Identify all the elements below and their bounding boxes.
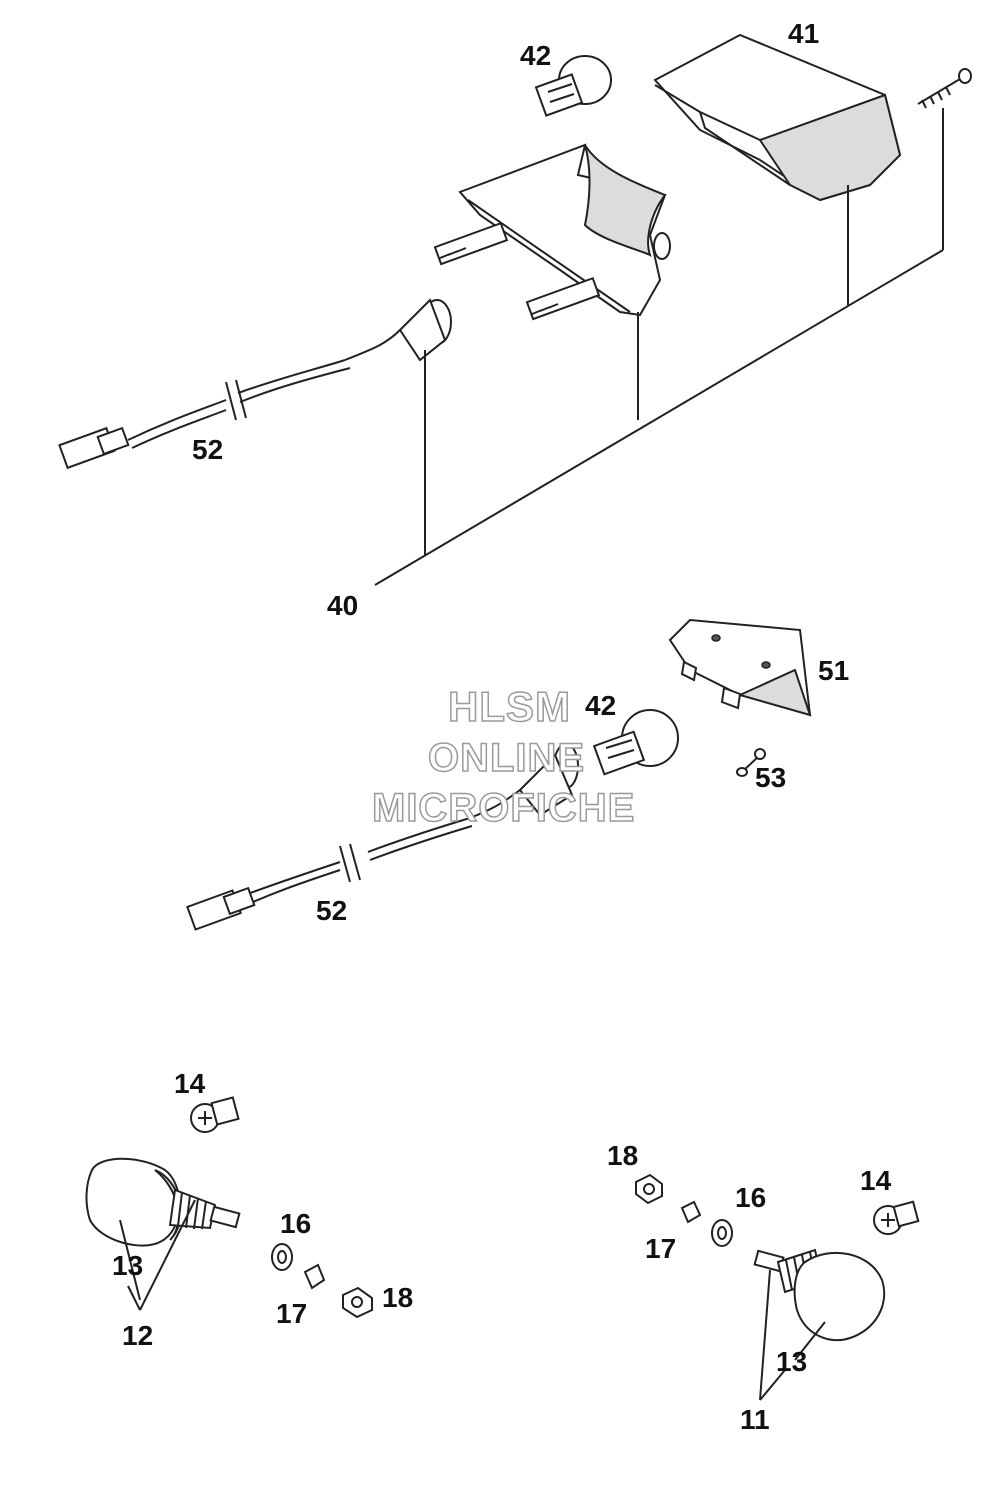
indicator-right (753, 1248, 886, 1342)
bulb-14-right (873, 1200, 920, 1235)
mounting-stud-lower (525, 276, 601, 321)
watermark-line2: ONLINE (427, 736, 586, 780)
bulb-14-left (190, 1096, 240, 1133)
callout-18-right: 18 (607, 1140, 639, 1171)
wire-harness-middle (186, 817, 473, 931)
tail-light-lens (653, 33, 902, 202)
callout-12: 12 (122, 1320, 154, 1351)
callout-17-right: 17 (645, 1233, 677, 1264)
callout-16-right: 16 (735, 1182, 767, 1213)
callout-53: 53 (755, 762, 787, 793)
callout-51: 51 (818, 655, 850, 686)
leader-13-right (794, 1321, 826, 1361)
leader-11 (759, 1269, 786, 1401)
callout-11: 11 (740, 1404, 770, 1435)
indicator-left (85, 1157, 241, 1247)
callout-18-left: 18 (382, 1282, 414, 1313)
watermark-line1: HLSM (447, 683, 571, 730)
callout-14-right: 14 (860, 1165, 892, 1196)
callout-41: 41 (788, 18, 820, 49)
screw-53 (736, 748, 766, 777)
callout-13-left: 13 (112, 1250, 144, 1281)
leader-13-left (119, 1219, 141, 1301)
bulb-top (534, 55, 612, 117)
callout-52-middle: 52 (316, 895, 348, 926)
callout-52-top: 52 (192, 434, 224, 465)
lens-screw (917, 68, 972, 109)
nut-18-right (635, 1173, 663, 1205)
callout-40: 40 (327, 590, 359, 621)
leader-40-main (374, 249, 944, 586)
license-plate-light (668, 618, 812, 717)
callout-14-left: 14 (174, 1068, 206, 1099)
callout-13-right: 13 (776, 1346, 808, 1377)
mounting-stud-upper (433, 221, 509, 266)
lock-washer-17-left (303, 1263, 326, 1290)
washer-16-left (271, 1243, 293, 1271)
bulb-socket-top (344, 298, 452, 362)
callout-42-middle: 42 (585, 690, 617, 721)
bulb-socket-middle (469, 743, 579, 819)
washer-16-right (711, 1219, 733, 1247)
wire-harness-top (58, 359, 351, 470)
bulb-middle (592, 709, 679, 776)
watermark-line3: MICROFICHE (371, 786, 636, 830)
tail-light-housing (458, 143, 671, 317)
callout-16-left: 16 (280, 1208, 312, 1239)
lock-washer-17-right (680, 1200, 702, 1224)
callout-17-left: 17 (276, 1298, 308, 1329)
callout-42-top: 42 (520, 40, 552, 71)
nut-18-left (342, 1286, 373, 1319)
leader-12 (127, 1199, 196, 1311)
